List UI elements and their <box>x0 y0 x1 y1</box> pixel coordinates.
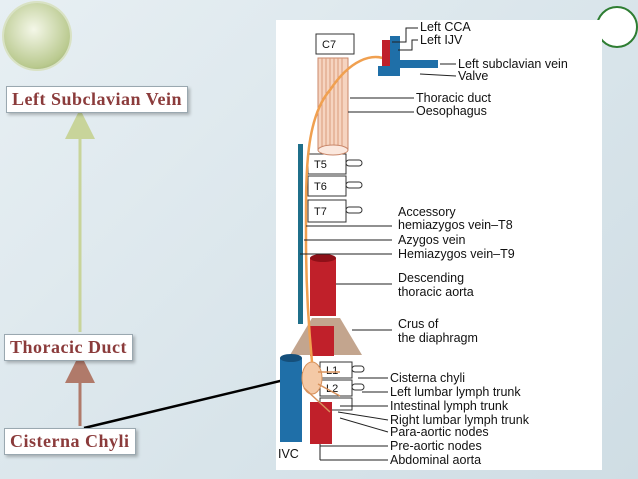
thoracic-duct <box>304 55 389 363</box>
vertebra-l1: L1 <box>319 361 353 379</box>
vertebra-t5: T5 <box>307 153 347 175</box>
label-pre-aortic: Pre-aortic nodes <box>390 439 482 453</box>
vertebra-t7: T7 <box>307 199 347 223</box>
label-left-cca: Left CCA <box>420 20 471 34</box>
azygos-vein <box>298 144 303 324</box>
label-box-left-subclavian-vein: Left Subclavian Vein <box>6 86 189 113</box>
label-box-cisterna-chyli: Cisterna Chyli <box>4 428 136 455</box>
label-cisterna-chyli: Cisterna chyli <box>390 371 465 385</box>
svg-text:T5: T5 <box>314 159 327 171</box>
svg-text:L1: L1 <box>326 365 338 377</box>
label-box-thoracic-duct: Thoracic Duct <box>4 334 133 361</box>
label-hemiazygos-vein: Hemiazygos vein–T9 <box>398 247 515 261</box>
label-intestinal: Intestinal lymph trunk <box>390 399 509 413</box>
descending-thoracic-aorta <box>310 254 336 316</box>
label-abdominal-aorta: Abdominal aorta <box>390 453 481 467</box>
vertebra-c7: C7 <box>315 33 355 55</box>
label-valve: Valve <box>458 69 488 83</box>
label-crus-2: the diaphragm <box>398 331 478 345</box>
label-left-lumbar: Left lumbar lymph trunk <box>390 385 521 399</box>
label-left-subclavian-vein: Left subclavian vein <box>458 57 568 71</box>
label-oesophagus: Oesophagus <box>416 104 487 118</box>
svg-text:T6: T6 <box>314 181 327 193</box>
label-crus-1: Crus of <box>398 317 439 331</box>
label-right-lumbar: Right lumbar lymph trunk <box>390 413 530 427</box>
arrow-cisterna-to-diagram <box>83 368 310 430</box>
label-accessory-2: hemiazygos vein–T8 <box>398 218 513 232</box>
abdominal-aorta <box>310 402 332 444</box>
label-thoracic-duct: Thoracic duct <box>416 91 492 105</box>
vertebra-t6: T6 <box>307 175 347 197</box>
svg-text:C7: C7 <box>322 39 336 51</box>
diagram-labels: Left CCA Left IJV Left subclavian vein V… <box>278 20 568 467</box>
label-descending-1: Descending <box>398 271 464 285</box>
svg-text:L2: L2 <box>326 383 338 395</box>
inferior-vena-cava <box>280 354 302 442</box>
label-left-ijv: Left IJV <box>420 33 463 47</box>
svg-text:T7: T7 <box>314 206 327 218</box>
neck-vessels <box>378 36 438 76</box>
label-azygos-vein: Azygos vein <box>398 233 465 247</box>
label-para-aortic: Para-aortic nodes <box>390 425 489 439</box>
university-logo-left <box>4 3 70 69</box>
label-ivc: IVC <box>278 447 299 461</box>
label-descending-2: thoracic aorta <box>398 285 474 299</box>
label-accessory-1: Accessory <box>398 205 456 219</box>
